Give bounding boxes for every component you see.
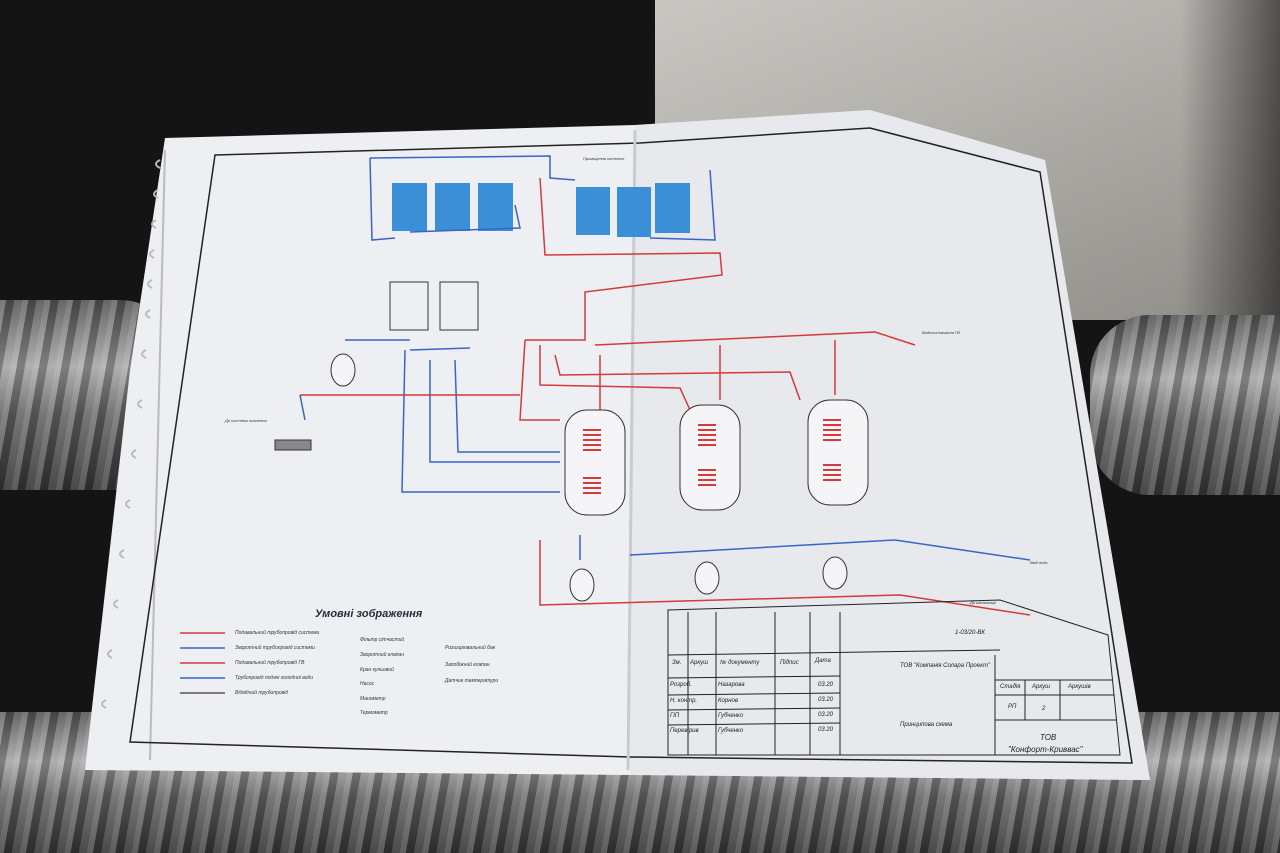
tb-header: № документу [720, 660, 760, 666]
system-label: До системи опалення [225, 418, 267, 423]
tb-sheet: 2 [1042, 706, 1046, 712]
legend-item: Термометр [360, 710, 388, 716]
legend-item: Фільтр сітчастий [360, 637, 405, 643]
title-block-grid [667, 599, 1121, 756]
heat-exchanger-coils [583, 419, 841, 494]
tb-company-header: ТОВ "Компанія Солара Проект" [900, 663, 991, 669]
insulated-pipe-right [1090, 315, 1280, 495]
legend-item: Відвідний трубопровід [235, 690, 289, 696]
hot-water-label: Водопостачання ГВ [922, 330, 960, 335]
tb-header: Дата [815, 658, 831, 664]
legend-item: Розширювальний бак [445, 645, 496, 651]
tb-date: 03.20 [818, 682, 834, 688]
drain-label: До каналізації [970, 600, 996, 605]
storage-tanks [564, 399, 869, 516]
legend-item: Зворотний трубопровід системи [235, 645, 315, 651]
room-label: Приміщення котельні [583, 156, 625, 161]
drawing-frame [129, 127, 1133, 764]
legend-item: Зворотний клапан [360, 652, 404, 658]
tb-stage-header: Стадія [1000, 684, 1021, 690]
tb-date: 03.20 [818, 712, 834, 718]
legend-item: Кран кульовий [360, 667, 394, 673]
tb-stage-header: Аркуш [1032, 684, 1051, 690]
tb-header: Зм. [672, 660, 682, 666]
tb-role: ГІП [670, 713, 680, 719]
legend-line-samples [180, 632, 225, 694]
tb-role: Розроб. [670, 682, 692, 688]
tb-name: Губченко [718, 728, 744, 734]
drain-pit [274, 439, 312, 451]
solar-collectors [392, 183, 690, 237]
tb-role: Н. контр. [670, 698, 698, 704]
legend-item: Запобіжний клапан [445, 662, 490, 668]
tb-date: 03.20 [818, 727, 834, 733]
tb-header: Аркуш [690, 660, 709, 666]
tb-org-line1: ТОВ [1040, 733, 1057, 742]
tb-code: 1-03/20-ВК [955, 630, 985, 636]
tb-org-line2: "Конфорт-Криввас" [1008, 745, 1083, 754]
legend-item: Подавальний трубопровід системи [235, 630, 320, 636]
tb-header: Підпис [780, 660, 799, 666]
legend-item: Датчик температури [445, 678, 499, 684]
paper-right-shade [630, 110, 1150, 780]
cold-water-label: Ввід води [1030, 560, 1048, 565]
tb-date: 03.20 [818, 697, 834, 703]
tb-sheet-title: Принципова схема [900, 722, 953, 728]
tb-stage: РП [1008, 704, 1017, 710]
tb-stage-header: Аркушів [1068, 684, 1091, 690]
tb-name: Губченко [718, 713, 744, 719]
tb-name: Корнов [718, 698, 738, 704]
legend-item: Насос [360, 681, 375, 687]
tb-role: Перевірив [670, 728, 699, 734]
legend-item: Трубопровід подачі холодної води [235, 675, 314, 681]
legend-item: Подавальний трубопровід ГВ [235, 660, 305, 666]
spiral-binding [101, 149, 166, 761]
return-pipes [299, 155, 1031, 561]
supply-pipes [300, 177, 1031, 616]
legend-title: Умовні зображення [315, 608, 423, 620]
wall-shadow [1180, 0, 1280, 320]
pump-group [389, 281, 479, 331]
legend-item: Манометр [360, 696, 386, 702]
tb-name: Назарова [718, 682, 745, 688]
expansion-vessels [330, 353, 848, 602]
